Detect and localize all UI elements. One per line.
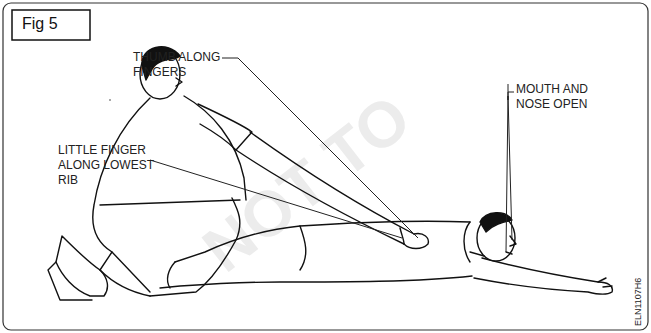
victim-figure-stroke	[168, 262, 175, 288]
victim-figure-stroke	[480, 213, 512, 232]
victim-figure-stroke	[464, 222, 470, 262]
victim-figure-stroke	[598, 278, 612, 287]
victim-figure-stroke	[300, 226, 306, 270]
rescuer-figure	[48, 47, 428, 300]
callout-label: LITTLE FINGER ALONG LOWEST RIB	[58, 143, 156, 188]
rescuer-figure-stroke	[100, 200, 240, 205]
figure-tag-box	[12, 10, 90, 40]
finger-leader	[150, 160, 402, 238]
leader-lines	[150, 58, 514, 252]
figure-number: Fig 5	[22, 14, 88, 34]
drawing-code: ELN1107H6	[633, 236, 643, 326]
rescuer-figure-stroke	[48, 262, 92, 300]
rescuer-figure-stroke	[400, 228, 404, 244]
rescuer-figure-stroke	[176, 78, 182, 86]
rescuer-figure-stroke	[236, 150, 404, 244]
callout-label: MOUTH AND NOSE OPEN	[516, 82, 606, 112]
victim-figure-stroke	[474, 258, 612, 294]
callout-label: THUMB ALONG FINGERS	[133, 50, 228, 80]
victim-figure-stroke	[175, 221, 470, 262]
rescuer-figure-stroke	[150, 198, 240, 296]
rescuer-figure-stroke	[198, 104, 252, 150]
mouth-leader	[506, 84, 514, 252]
victim-figure-stroke	[470, 252, 484, 256]
rescuer-figure-stroke	[93, 98, 150, 292]
thumb-leader	[222, 58, 418, 238]
watermark: NOT TO	[190, 45, 469, 285]
rescuer-figure-stroke	[250, 132, 414, 234]
victim-figure-stroke	[506, 236, 516, 254]
rescuer-figure-stroke	[100, 252, 112, 270]
outer-frame	[3, 3, 648, 330]
rescuer-figure-stroke	[56, 236, 107, 296]
